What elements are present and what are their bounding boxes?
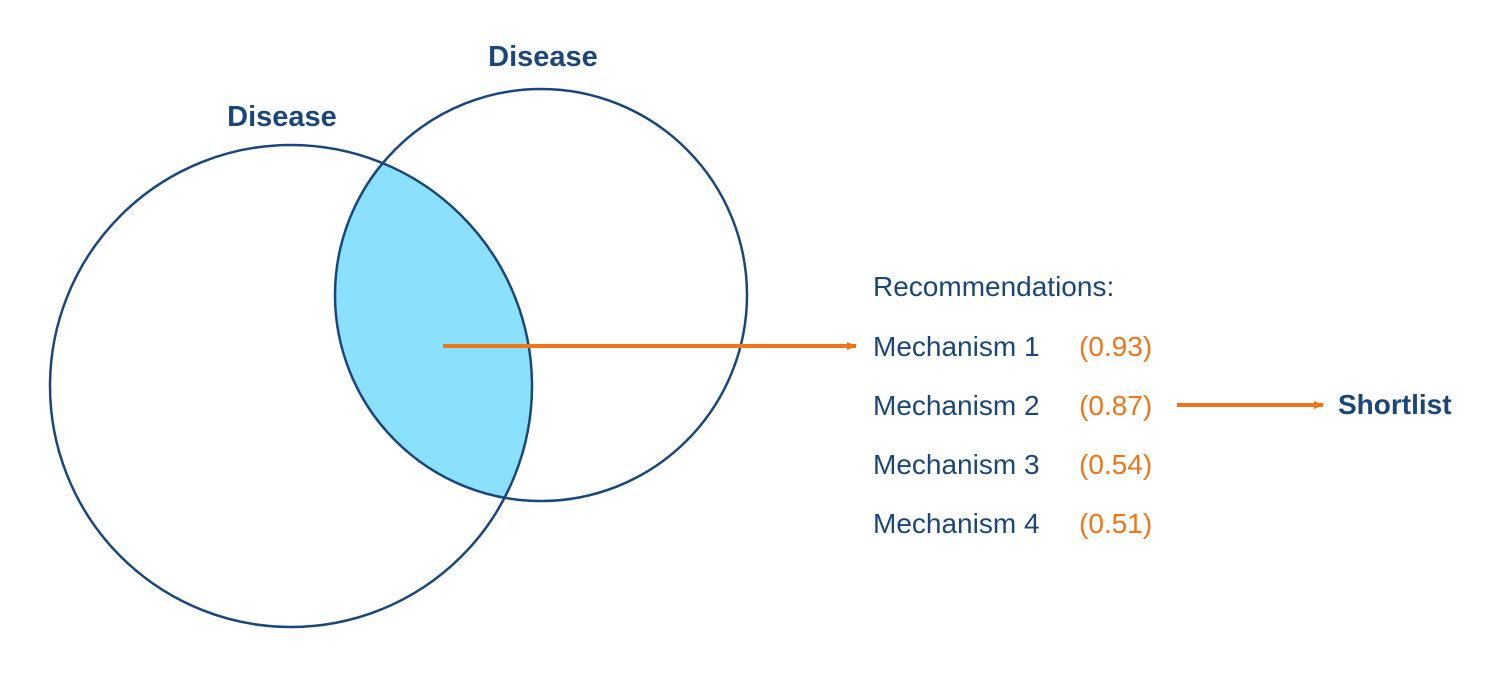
recommendation-item-3: Mechanism 3 (0.54) <box>873 449 1152 480</box>
mechanism-name: Mechanism 4 <box>873 508 1040 539</box>
mechanism-name: Mechanism 1 <box>873 331 1040 362</box>
recommendation-item-2: Mechanism 2 (0.87) <box>873 390 1152 421</box>
venn-circle-left <box>48 143 534 629</box>
mechanism-name: Mechanism 3 <box>873 449 1040 480</box>
mechanism-score: (0.93) <box>1079 331 1152 362</box>
recommendations-heading: Recommendations: <box>873 271 1114 302</box>
mechanism-score: (0.54) <box>1079 449 1152 480</box>
mechanism-name: Mechanism 2 <box>873 390 1040 421</box>
recommendation-item-1: Mechanism 1 (0.93) <box>873 331 1152 362</box>
venn-overlap-region <box>335 145 532 501</box>
recommendation-item-4: Mechanism 4 (0.51) <box>873 508 1152 539</box>
mechanism-score: (0.51) <box>1079 508 1152 539</box>
venn-circle-right <box>333 87 749 503</box>
recommendation-list: Mechanism 1 (0.93) Mechanism 2 (0.87) Me… <box>873 331 1152 539</box>
set-label-right: Disease <box>488 41 598 73</box>
set-label-left: Disease <box>227 101 337 133</box>
shortlist-label: Shortlist <box>1338 389 1452 420</box>
mechanism-score: (0.87) <box>1079 390 1152 421</box>
